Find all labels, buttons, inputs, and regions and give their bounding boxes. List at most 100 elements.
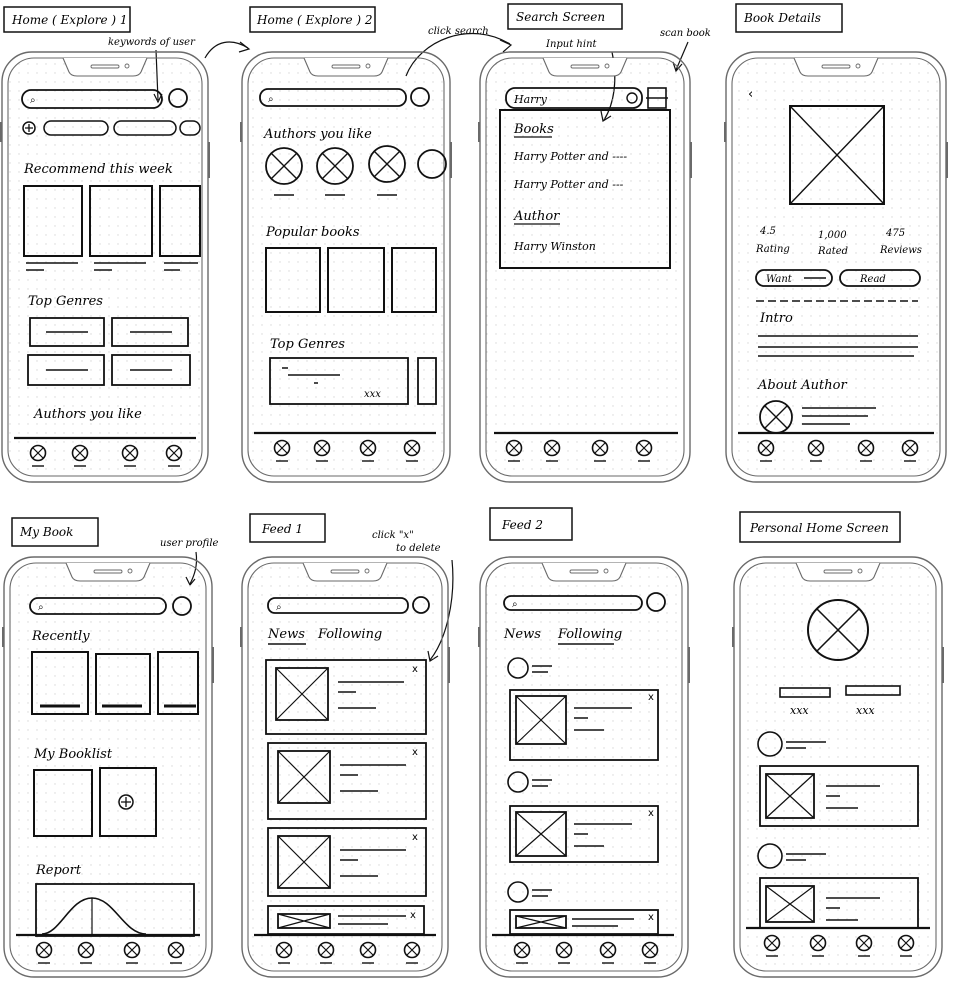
book-cover[interactable] xyxy=(157,651,199,715)
tab-following[interactable]: Following xyxy=(317,627,382,642)
tab-icon[interactable] xyxy=(641,941,659,964)
scan-icon[interactable] xyxy=(646,87,668,109)
close-icon[interactable]: x xyxy=(412,832,418,843)
tab-icon[interactable] xyxy=(273,439,291,462)
search-input[interactable] xyxy=(21,89,163,109)
tab-icon[interactable] xyxy=(599,941,617,964)
back-icon[interactable]: ‹ xyxy=(748,87,753,102)
user-avatar[interactable] xyxy=(757,731,783,757)
tab-icon[interactable] xyxy=(275,941,293,964)
book-cover[interactable] xyxy=(89,185,153,257)
profile-avatar-button[interactable] xyxy=(172,596,192,616)
search-input[interactable] xyxy=(505,87,643,109)
suggestion-author[interactable]: Harry Winston xyxy=(513,240,596,253)
suggestion-book[interactable]: Harry Potter and ---- xyxy=(513,150,627,163)
tab-icon[interactable] xyxy=(897,934,915,957)
tab-news[interactable]: News xyxy=(503,627,541,642)
tab-icon[interactable] xyxy=(757,439,775,462)
tab-icon[interactable] xyxy=(857,439,875,462)
close-icon[interactable]: x xyxy=(648,912,654,923)
tab-icon[interactable] xyxy=(763,934,781,957)
feed-post[interactable]: x xyxy=(507,771,659,863)
tab-icon[interactable] xyxy=(359,439,377,462)
user-avatar[interactable] xyxy=(507,771,529,793)
tab-icon[interactable] xyxy=(513,941,531,964)
feed-card[interactable]: x xyxy=(267,827,427,897)
tab-news[interactable]: News xyxy=(267,627,305,642)
tab-icon[interactable] xyxy=(555,941,573,964)
want-button[interactable] xyxy=(755,269,833,287)
tab-icon[interactable] xyxy=(855,934,873,957)
close-icon[interactable]: x xyxy=(412,747,418,758)
close-icon[interactable]: x xyxy=(648,692,654,703)
keyword-chip[interactable] xyxy=(179,120,201,136)
book-cover[interactable] xyxy=(159,185,201,257)
book-cover[interactable] xyxy=(391,247,437,313)
tab-icon[interactable] xyxy=(167,941,185,964)
book-cover[interactable] xyxy=(31,651,89,715)
search-input[interactable] xyxy=(259,88,407,107)
genre-card[interactable] xyxy=(417,357,437,405)
user-avatar[interactable] xyxy=(507,881,529,903)
stat-rating-value: 4.5 xyxy=(759,226,776,237)
close-icon[interactable]: x xyxy=(412,664,418,675)
genre-card[interactable] xyxy=(111,317,189,347)
tab-icon[interactable] xyxy=(359,941,377,964)
suggestion-book[interactable]: Harry Potter and --- xyxy=(513,178,624,191)
tab-icon[interactable] xyxy=(317,941,335,964)
profile-avatar-button[interactable] xyxy=(646,592,666,612)
book-cover[interactable] xyxy=(23,185,83,257)
search-input[interactable] xyxy=(29,597,167,615)
bottom-tab-bar xyxy=(746,926,930,957)
feed-post[interactable]: x xyxy=(507,657,659,761)
add-icon[interactable] xyxy=(22,121,36,135)
genre-card[interactable] xyxy=(27,354,105,386)
tab-icon[interactable] xyxy=(123,941,141,964)
clear-icon[interactable] xyxy=(626,92,638,104)
tab-icon[interactable] xyxy=(165,444,183,467)
tab-icon[interactable] xyxy=(505,439,523,462)
book-cover[interactable] xyxy=(327,247,385,313)
tab-icon[interactable] xyxy=(635,439,653,462)
tab-icon[interactable] xyxy=(901,439,919,462)
tab-icon[interactable] xyxy=(403,439,421,462)
read-button[interactable] xyxy=(839,269,921,287)
feed-post[interactable]: x xyxy=(507,881,659,935)
booklist-cover[interactable] xyxy=(33,769,93,837)
tab-icon[interactable] xyxy=(591,439,609,462)
tab-icon[interactable] xyxy=(403,941,421,964)
user-avatar[interactable] xyxy=(507,657,529,679)
genre-card[interactable] xyxy=(29,317,105,347)
genre-card[interactable] xyxy=(111,354,191,386)
tab-icon[interactable] xyxy=(809,934,827,957)
user-avatar[interactable] xyxy=(757,843,783,869)
profile-avatar-button[interactable] xyxy=(412,596,430,614)
tab-icon[interactable] xyxy=(543,439,561,462)
tab-icon[interactable] xyxy=(29,444,47,467)
search-input[interactable] xyxy=(503,595,643,611)
user-avatar[interactable] xyxy=(807,599,869,661)
stat-rating-label: Rating xyxy=(755,244,790,255)
search-input[interactable] xyxy=(267,597,409,614)
keyword-chip[interactable] xyxy=(43,120,109,136)
profile-avatar-button[interactable] xyxy=(410,87,430,107)
tab-icon[interactable] xyxy=(313,439,331,462)
close-icon[interactable]: x xyxy=(410,910,416,921)
tab-icon[interactable] xyxy=(807,439,825,462)
tab-following[interactable]: Following xyxy=(557,627,622,642)
tab-icon[interactable] xyxy=(35,941,53,964)
book-cover[interactable] xyxy=(95,653,151,715)
profile-avatar-button[interactable] xyxy=(168,88,188,108)
keyword-chip[interactable] xyxy=(113,120,177,136)
tab-icon[interactable] xyxy=(77,941,95,964)
book-cover[interactable] xyxy=(265,247,321,313)
personal-post[interactable] xyxy=(757,731,919,827)
tab-icon[interactable] xyxy=(71,444,89,467)
feed-card[interactable]: x xyxy=(267,742,427,820)
close-icon[interactable]: x xyxy=(648,808,654,819)
genre-card[interactable] xyxy=(269,357,409,405)
feed-card[interactable]: x xyxy=(265,659,427,735)
add-booklist-button[interactable] xyxy=(99,767,157,837)
tab-icon[interactable] xyxy=(121,444,139,467)
